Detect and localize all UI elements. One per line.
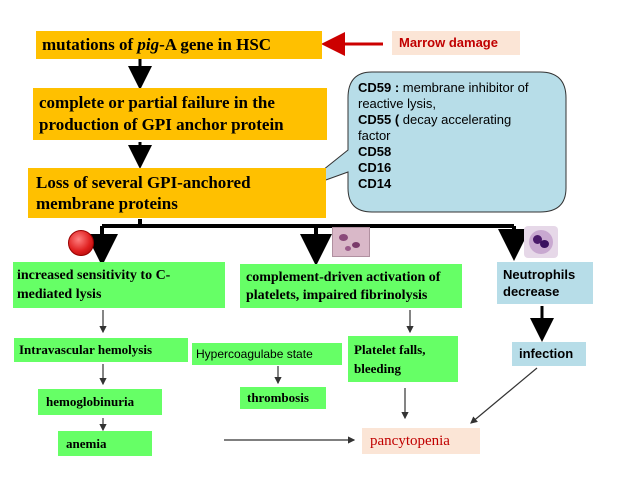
anemia-label: anemia — [66, 436, 107, 451]
mutation-box: mutations of pig-A gene in HSC — [36, 31, 322, 59]
cd14-label: CD14 — [358, 176, 392, 191]
cd55-label: CD55 ( — [358, 112, 403, 127]
cd55-desc: decay accelerating — [402, 112, 512, 127]
marrow-damage-box: Marrow damage — [392, 31, 520, 55]
gpi-failure-line-1: complete or partial failure in the — [39, 93, 275, 112]
neutrophils-line-2: decrease — [503, 284, 560, 299]
middle-branch-line-2: platelets, impaired fibrinolysis — [246, 288, 428, 303]
cd16-label: CD16 — [358, 160, 392, 175]
pancytopenia-box: pancytopenia — [362, 428, 480, 454]
hypercoag-label: Hypercoagulabe state — [196, 347, 313, 361]
middle-branch-line-1: complement-driven activation of — [246, 270, 441, 285]
hemolysis-label: Intravascular hemolysis — [19, 342, 153, 357]
mutation-pre: mutations of — [42, 35, 138, 54]
cd55-desc-2: factor — [358, 128, 391, 143]
hemoglobinuria-label: hemoglobinuria — [46, 394, 135, 409]
cd59-desc-2: reactive lysis, — [358, 96, 437, 111]
infection-label: infection — [519, 346, 574, 361]
hemolysis-box: Intravascular hemolysis — [14, 338, 188, 362]
pancytopenia-label: pancytopenia — [370, 433, 450, 449]
cd59-desc: membrane inhibitor of — [402, 80, 529, 95]
mutation-post: -A gene in HSC — [159, 35, 272, 54]
red-cell-icon — [68, 230, 94, 256]
left-branch-line-1: increased sensitivity to C- — [17, 268, 171, 283]
middle-branch-box: complement-driven activation of platelet… — [240, 264, 462, 308]
hemoglobinuria-box: hemoglobinuria — [38, 389, 162, 415]
loss-box: Loss of several GPI-anchored membrane pr… — [28, 168, 326, 218]
thrombosis-box: thrombosis — [240, 387, 326, 409]
gpi-failure-box: complete or partial failure in the produ… — [33, 88, 327, 140]
platelet-box: Platelet falls, bleeding — [348, 336, 458, 382]
loss-line-2: membrane proteins — [36, 194, 178, 213]
callout-bubble — [297, 71, 567, 213]
neutrophils-box: Neutrophils decrease — [497, 262, 593, 304]
left-branch-line-2: mediated lysis — [17, 287, 102, 302]
platelet-line-2: bleeding — [354, 361, 401, 376]
gpi-failure-line-2: production of GPI anchor protein — [39, 115, 284, 134]
anemia-box: anemia — [58, 431, 152, 456]
cd59-label: CD59 : — [358, 80, 403, 95]
neutrophil-icon — [524, 226, 558, 258]
platelet-line-1: Platelet falls, — [354, 342, 426, 357]
cd58-label: CD58 — [358, 144, 392, 159]
hypercoag-box: Hypercoagulabe state — [192, 343, 342, 365]
callout-text: CD59 : membrane inhibitor of reactive ly… — [358, 80, 563, 192]
neutrophils-line-1: Neutrophils — [503, 267, 576, 282]
loss-line-1: Loss of several GPI-anchored — [36, 173, 251, 192]
marrow-damage-label: Marrow damage — [399, 35, 498, 50]
left-branch-box: increased sensitivity to C- mediated lys… — [13, 262, 225, 308]
thrombosis-label: thrombosis — [247, 390, 309, 405]
infection-box: infection — [512, 342, 586, 366]
mutation-gene: pig — [137, 35, 160, 54]
platelet-icon — [332, 227, 370, 257]
